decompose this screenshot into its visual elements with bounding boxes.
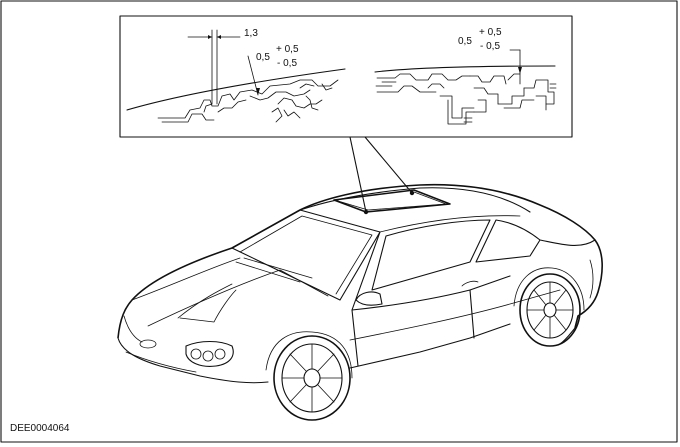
car-illustration — [117, 183, 603, 421]
headlight — [185, 340, 234, 367]
right-height-minus: - 0,5 — [480, 41, 500, 52]
left-cross-section — [126, 29, 346, 123]
front-wheel — [265, 331, 353, 421]
left-height-nominal: 0,5 — [256, 52, 270, 63]
detail-box: 1,3 0,5 + 0,5 - 0,5 0,5 + 0,5 - 0,5 — [119, 15, 573, 138]
right-height-plus: + 0,5 — [479, 27, 502, 38]
left-height-plus: + 0,5 — [276, 44, 299, 55]
right-height-nominal: 0,5 — [458, 36, 472, 47]
side-mirror — [355, 291, 383, 306]
right-cross-section — [374, 49, 557, 125]
detail-leader-lines — [349, 136, 415, 215]
left-gap-label: 1,3 — [244, 28, 258, 39]
figure-id-label: DEE0004064 — [10, 423, 70, 434]
sunroof-panel — [333, 189, 451, 213]
left-height-minus: - 0,5 — [277, 58, 297, 69]
rear-wheel — [513, 267, 585, 347]
